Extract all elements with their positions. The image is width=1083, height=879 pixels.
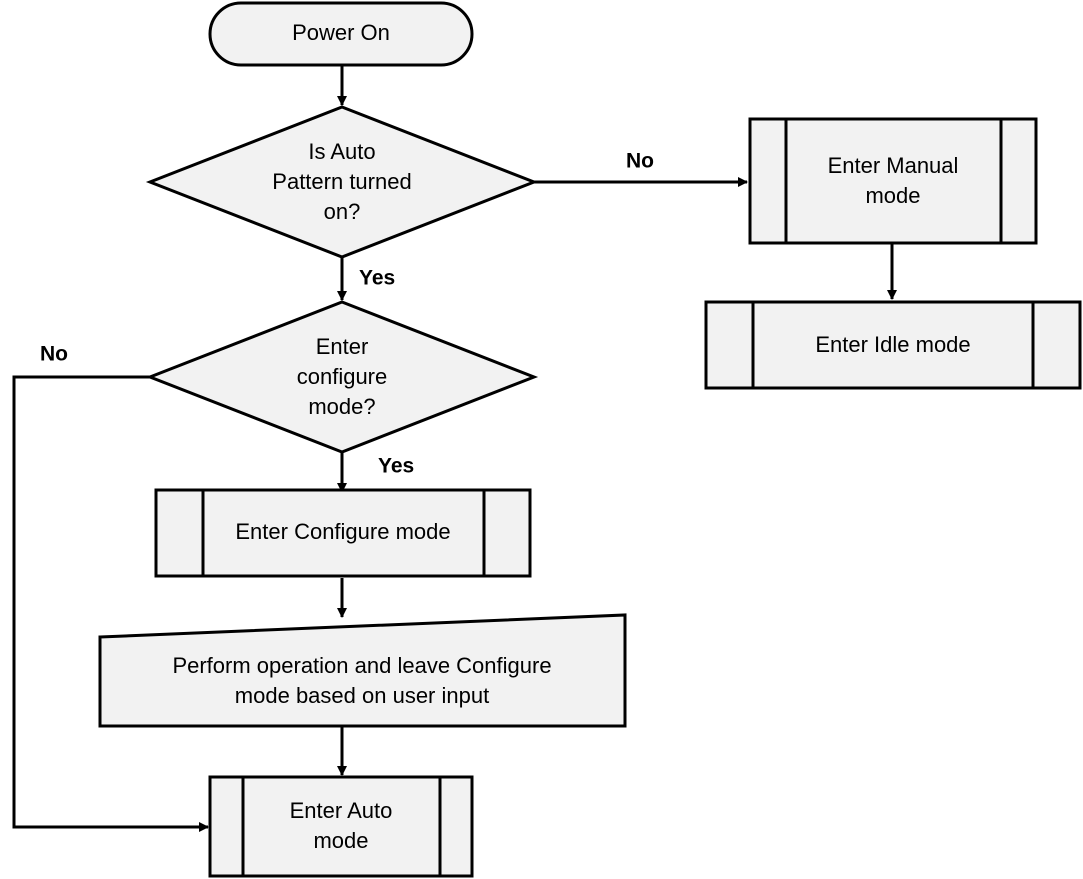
perform-operation-input: Perform operation and leave Configure mo… [98, 613, 627, 728]
enter-manual-mode-line-2: mode [865, 183, 920, 208]
decision-configure-line-1: Enter [316, 334, 369, 359]
perform-operation-line-1: Perform operation and leave Configure [172, 653, 551, 678]
perform-operation-line-2: mode based on user input [235, 683, 489, 708]
decision-auto-pattern-line-1: Is Auto [308, 139, 375, 164]
edge-label-auto-pattern-no: No [626, 150, 654, 173]
power-on-terminator: Power On [208, 1, 474, 67]
edge-label-auto-pattern-yes: Yes [359, 267, 395, 290]
power-on-label: Power On [292, 20, 390, 45]
edge-label-configure-no: No [40, 343, 68, 366]
decision-configure: Enter configure mode? [145, 300, 539, 454]
enter-configure-mode-label: Enter Configure mode [235, 519, 450, 544]
decision-configure-line-3: mode? [308, 394, 375, 419]
enter-manual-mode-line-1: Enter Manual [828, 153, 959, 178]
edge-configure-no-to-auto [12, 375, 209, 832]
enter-auto-mode-line-2: mode [313, 828, 368, 853]
enter-manual-mode-process: Enter Manual mode [748, 117, 1038, 245]
decision-auto-pattern-line-3: on? [324, 199, 361, 224]
enter-auto-mode-line-1: Enter Auto [290, 798, 393, 823]
enter-idle-mode-process: Enter Idle mode [704, 300, 1082, 390]
edge-label-configure-yes: Yes [378, 455, 414, 478]
enter-idle-mode-label: Enter Idle mode [815, 332, 970, 357]
connectors [12, 66, 897, 832]
decision-auto-pattern-line-2: Pattern turned [272, 169, 411, 194]
decision-configure-line-2: configure [297, 364, 388, 389]
enter-configure-mode-process: Enter Configure mode [154, 488, 532, 578]
enter-auto-mode-process: Enter Auto mode [208, 775, 474, 878]
decision-auto-pattern: Is Auto Pattern turned on? [145, 105, 539, 259]
